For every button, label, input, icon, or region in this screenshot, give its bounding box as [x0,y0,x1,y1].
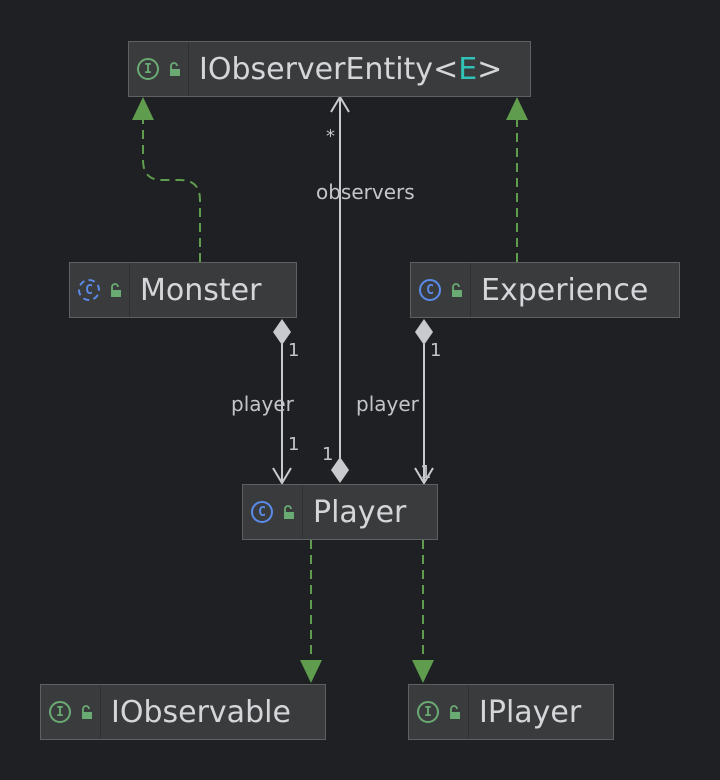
class-name: IObserverEntity [199,51,434,87]
experience-player-composition-diamond [415,319,433,345]
node-icons: C [243,485,303,539]
node-icons: C [70,263,130,317]
generic-open: < [433,51,459,87]
public-lock-icon [284,505,294,519]
node-icons: I [41,685,101,739]
public-lock-icon [82,705,92,719]
public-lock-icon [111,283,121,297]
experience-player-edge-label: player [356,392,419,416]
monster-player-edge-label: player [231,392,294,416]
node-iobserverentity[interactable]: I IObserverEntity<E> [128,41,531,97]
monster-player-target-multiplicity: 1 [288,434,300,455]
class-icon: C [78,279,100,301]
node-icons: I [129,42,189,96]
interface-icon: I [137,58,159,80]
node-iobservable[interactable]: I IObservable [40,684,326,740]
realization-arrowhead-iobservable [300,660,322,683]
monster-player-source-multiplicity: 1 [288,340,300,361]
monster-realizes-iobserverentity-edge [142,118,201,262]
public-lock-icon [170,62,180,76]
node-icons: C [411,263,471,317]
node-monster[interactable]: C Monster [69,262,297,318]
node-icons: I [409,685,469,739]
observers-target-multiplicity: * [326,126,335,147]
node-experience[interactable]: C Experience [410,262,680,318]
public-lock-icon [452,283,462,297]
node-player[interactable]: C Player [242,484,438,540]
observers-arrowhead [330,95,350,113]
observers-source-multiplicity: 1 [322,444,334,465]
realization-arrowhead-monster [132,97,154,120]
generic-close: > [477,51,503,87]
class-name: Experience [481,272,649,308]
realization-arrowhead-experience [506,97,528,120]
experience-player-source-multiplicity: 1 [430,340,442,361]
class-name: Monster [140,272,262,308]
observers-composition-diamond [331,457,349,483]
realization-arrowhead-iplayer [412,660,434,683]
class-name: IPlayer [479,694,582,730]
node-iplayer[interactable]: I IPlayer [408,684,614,740]
node-title: IObserverEntity<E> [189,52,502,87]
class-name: Player [313,494,407,530]
monster-player-arrowhead [272,467,292,485]
public-lock-icon [450,705,460,719]
interface-icon: I [417,701,439,723]
class-icon: C [251,501,273,523]
interface-icon: I [49,701,71,723]
monster-player-composition-diamond [273,319,291,345]
class-name: IObservable [111,694,291,730]
experience-player-arrowhead [414,467,434,485]
class-icon: C [419,279,441,301]
observers-edge-label: observers [316,180,415,204]
generic-param: E [458,51,478,87]
experience-player-target-multiplicity: 1 [420,462,432,483]
